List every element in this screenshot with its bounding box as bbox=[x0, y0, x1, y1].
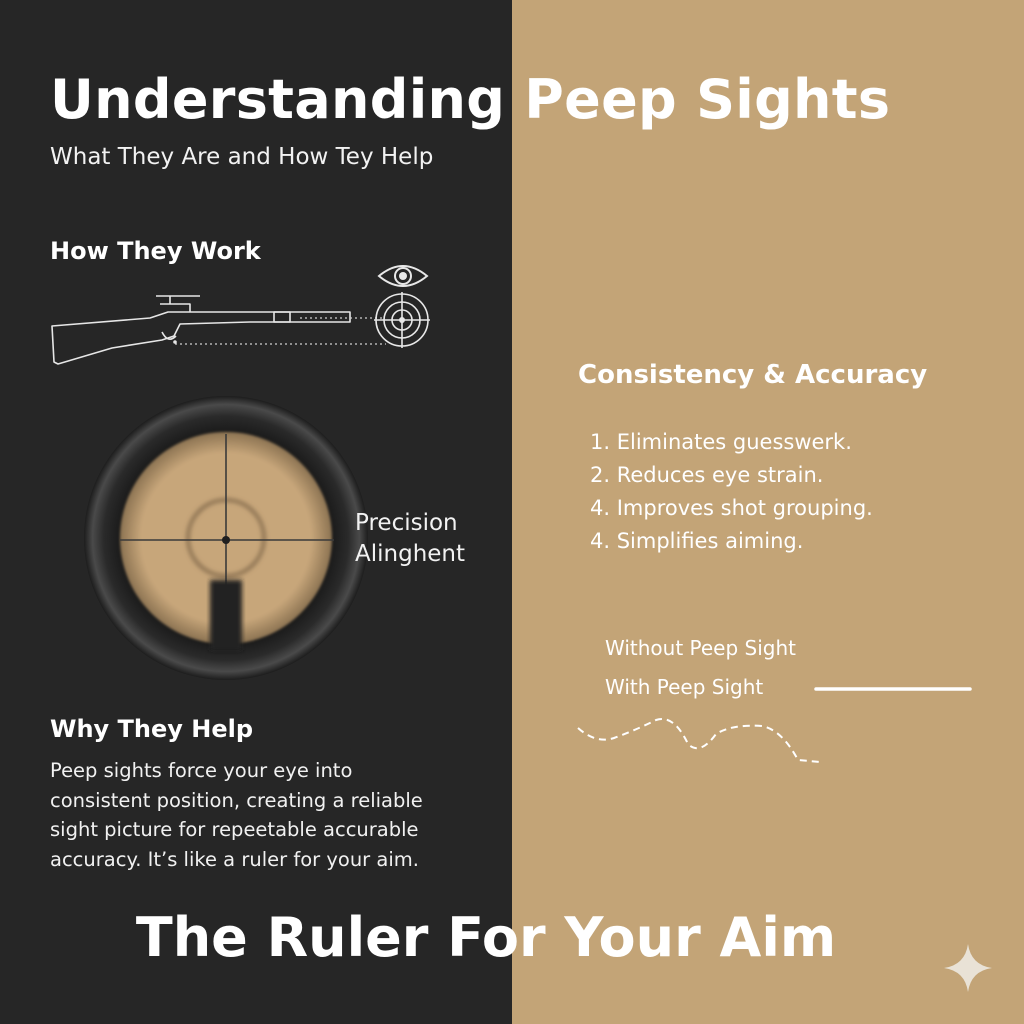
benefits-list: 1. Eliminates guesswerk. 2. Reduces eye … bbox=[590, 426, 873, 558]
how-they-work-heading: How They Work bbox=[50, 237, 261, 265]
sparkle-icon bbox=[944, 944, 992, 992]
sight-guide-lines bbox=[175, 317, 386, 345]
with-peep-line bbox=[814, 687, 972, 691]
without-peep-line bbox=[577, 718, 821, 763]
list-item: 1. Eliminates guesswerk. bbox=[590, 430, 852, 454]
target-icon bbox=[374, 292, 430, 348]
precision-label-line1: Precision bbox=[355, 510, 458, 536]
without-peep-label: Without Peep Sight bbox=[605, 636, 796, 660]
why-line: accuracy. It’s like a ruler for your aim… bbox=[50, 847, 419, 871]
why-line: sight picture for repeetable accurable bbox=[50, 818, 419, 841]
why-line: consistent position, creating a reliable bbox=[50, 788, 423, 812]
with-peep-label: With Peep Sight bbox=[605, 675, 764, 699]
rifle-icon bbox=[51, 295, 351, 365]
peep-sight-view bbox=[84, 396, 368, 680]
precision-label-line2: Alinghent bbox=[355, 541, 466, 567]
list-item: 4. Improves shot grouping. bbox=[590, 496, 873, 520]
precision-label: Precision Alinghent bbox=[355, 508, 465, 570]
consistency-heading: Consistency & Accuracy bbox=[578, 360, 928, 390]
why-they-help-heading: Why They Help bbox=[50, 715, 254, 743]
list-item: 2. Reduces eye strain. bbox=[590, 463, 824, 487]
eye-icon bbox=[377, 265, 429, 287]
page-subtitle: What They Are and How Tey Help bbox=[50, 144, 434, 170]
right-panel bbox=[512, 0, 1024, 1024]
why-they-help-text: Peep sights force your eye into consiste… bbox=[50, 756, 480, 874]
list-item: 4. Simplifies aiming. bbox=[590, 529, 804, 553]
footer-tagline: The Ruler For Your Aim bbox=[135, 906, 837, 969]
page-title: Understanding Peep Sights bbox=[50, 68, 891, 131]
why-line: Peep sights force your eye into bbox=[50, 759, 353, 782]
